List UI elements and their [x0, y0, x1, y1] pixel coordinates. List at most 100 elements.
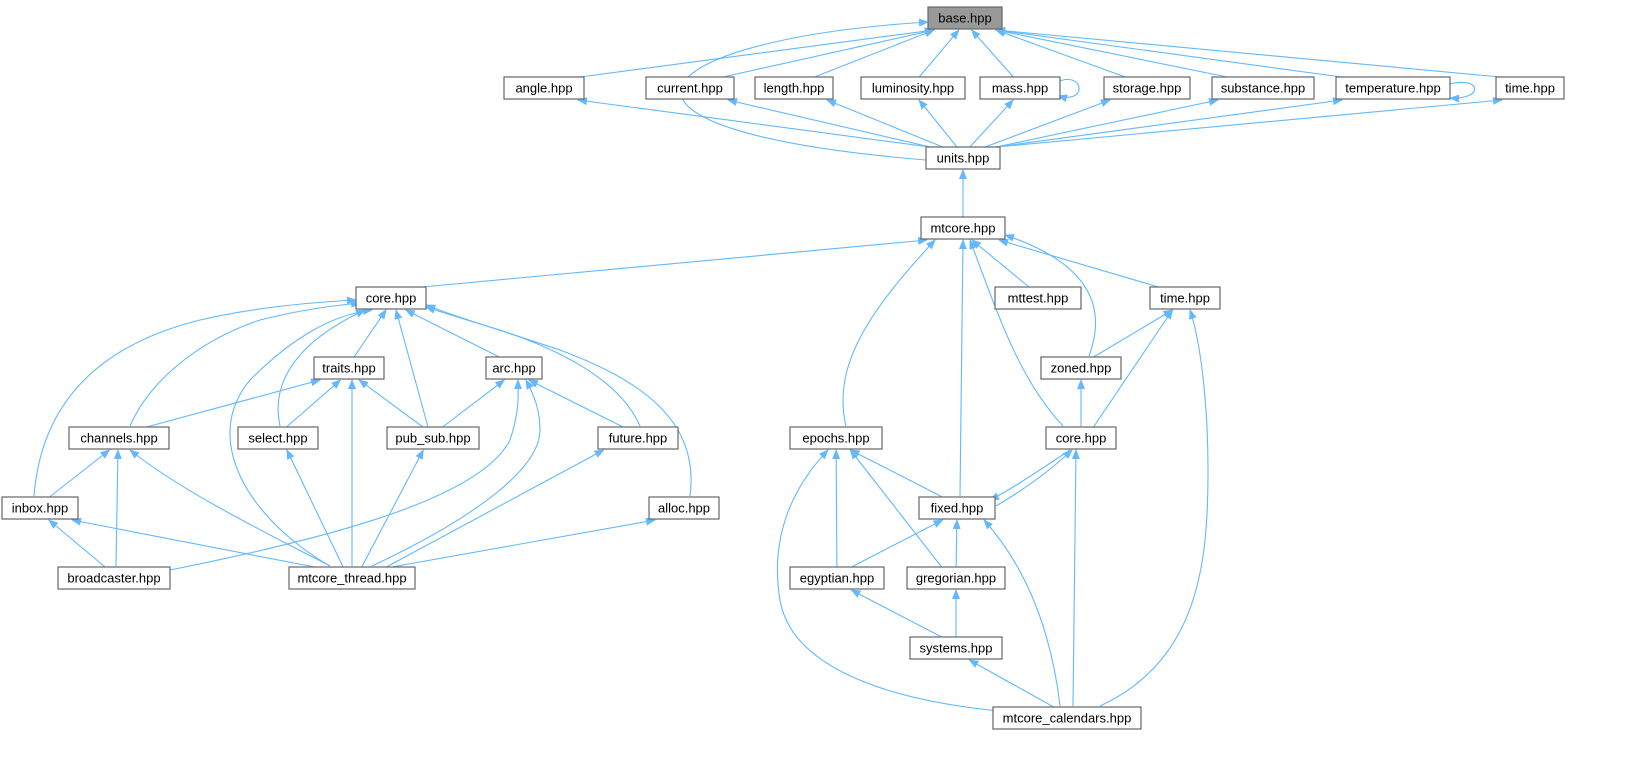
node-box-future — [597, 426, 679, 450]
node-storage[interactable]: storage.hpp — [1103, 76, 1191, 100]
node-traits[interactable]: traits.hpp — [313, 356, 385, 380]
node-box-angle — [503, 76, 585, 100]
node-mtcore[interactable]: mtcore.hpp — [920, 216, 1006, 240]
node-arc[interactable]: arc.hpp — [485, 356, 543, 380]
edge-mttest-to-mtcore — [971, 239, 1030, 288]
node-box-luminosity — [860, 76, 966, 100]
node-box-zoned — [1040, 356, 1122, 380]
edge-zoned-to-mtcore — [1004, 234, 1097, 357]
edge-systems-to-egyptian — [850, 589, 942, 638]
edge-inbox-to-channels — [49, 449, 111, 498]
edge-current-to-base — [722, 28, 935, 78]
node-egyptian[interactable]: egyptian.hpp — [789, 566, 885, 590]
edge-units-to-storage — [984, 99, 1111, 148]
node-box-select — [237, 426, 319, 450]
node-label-storage: storage.hpp — [1113, 81, 1182, 96]
node-time2[interactable]: time.hpp — [1149, 286, 1221, 310]
node-label-fixed: fixed.hpp — [931, 501, 984, 516]
edge-mtthread-to-alloc — [391, 517, 656, 568]
node-label-substance: substance.hpp — [1221, 81, 1306, 96]
node-label-mtthread: mtcore_thread.hpp — [297, 571, 406, 586]
node-angle[interactable]: angle.hpp — [503, 76, 585, 100]
edge-temperature-to-temperature — [1449, 81, 1476, 103]
node-temperature[interactable]: temperature.hpp — [1335, 76, 1451, 100]
node-label-channels: channels.hpp — [80, 431, 157, 446]
node-box-systems — [909, 636, 1003, 660]
edge-units-to-time1 — [995, 96, 1503, 148]
edge-angle-to-base — [579, 27, 935, 78]
node-box-arc — [485, 356, 543, 380]
edge-channels-to-core1 — [129, 299, 361, 427]
node-label-temperature: temperature.hpp — [1345, 81, 1440, 96]
node-core1[interactable]: core.hpp — [355, 286, 427, 310]
node-calendars[interactable]: mtcore_calendars.hpp — [992, 706, 1142, 730]
node-units[interactable]: units.hpp — [925, 146, 1001, 170]
node-label-broadcaster: broadcaster.hpp — [67, 571, 160, 586]
node-box-fixed — [918, 496, 996, 520]
edge-core2-to-fixed — [989, 449, 1071, 501]
node-label-zoned: zoned.hpp — [1051, 361, 1112, 376]
node-inbox[interactable]: inbox.hpp — [1, 496, 79, 520]
node-box-mtthread — [288, 566, 416, 590]
node-mass[interactable]: mass.hpp — [979, 76, 1061, 100]
node-label-units: units.hpp — [937, 151, 990, 166]
edge-units-to-luminosity — [918, 99, 958, 148]
edge-mtthread-to-arc — [371, 379, 541, 567]
node-zoned[interactable]: zoned.hpp — [1040, 356, 1122, 380]
node-fixed[interactable]: fixed.hpp — [918, 496, 996, 520]
node-future[interactable]: future.hpp — [597, 426, 679, 450]
node-broadcaster[interactable]: broadcaster.hpp — [57, 566, 171, 590]
node-base[interactable]: base.hpp — [927, 6, 1003, 30]
node-label-length: length.hpp — [764, 81, 825, 96]
node-box-core1 — [355, 286, 427, 310]
edge-pubsub-to-core1 — [394, 309, 429, 428]
edge-mtthread-to-inbox — [71, 517, 315, 568]
node-alloc[interactable]: alloc.hpp — [648, 496, 720, 520]
node-pubsub[interactable]: pub_sub.hpp — [386, 426, 480, 450]
edge-calendars-to-epochs — [776, 449, 1011, 713]
node-box-calendars — [992, 706, 1142, 730]
edge-traits-to-core1 — [353, 309, 387, 358]
node-time1[interactable]: time.hpp — [1495, 76, 1565, 100]
node-label-mttest: mttest.hpp — [1008, 291, 1069, 306]
node-epochs[interactable]: epochs.hpp — [789, 426, 883, 450]
edge-broadcaster-to-channels — [113, 449, 122, 567]
edge-mtthread-to-future — [386, 449, 605, 568]
node-label-time1: time.hpp — [1505, 81, 1555, 96]
edge-select-to-core1 — [277, 309, 366, 427]
node-luminosity[interactable]: luminosity.hpp — [860, 76, 966, 100]
node-gregorian[interactable]: gregorian.hpp — [906, 566, 1006, 590]
node-channels[interactable]: channels.hpp — [68, 426, 170, 450]
edge-mass-to-base — [970, 29, 1014, 78]
node-label-egyptian: egyptian.hpp — [800, 571, 874, 586]
node-label-select: select.hpp — [248, 431, 307, 446]
node-substance[interactable]: substance.hpp — [1211, 76, 1315, 100]
edge-fixed-to-mtcore — [958, 239, 967, 497]
node-label-pubsub: pub_sub.hpp — [395, 431, 470, 446]
edge-calendars-to-core2 — [1071, 449, 1080, 707]
node-current[interactable]: current.hpp — [645, 76, 735, 100]
node-label-mass: mass.hpp — [992, 81, 1048, 96]
node-label-calendars: mtcore_calendars.hpp — [1003, 711, 1132, 726]
node-box-traits — [313, 356, 385, 380]
node-label-inbox: inbox.hpp — [12, 501, 68, 516]
node-box-temperature — [1335, 76, 1451, 100]
node-label-future: future.hpp — [609, 431, 668, 446]
node-mtthread[interactable]: mtcore_thread.hpp — [288, 566, 416, 590]
edge-units-to-length — [826, 99, 943, 148]
node-length[interactable]: length.hpp — [754, 76, 834, 100]
node-select[interactable]: select.hpp — [237, 426, 319, 450]
node-label-base: base.hpp — [938, 11, 992, 26]
node-label-current: current.hpp — [657, 81, 723, 96]
node-core2[interactable]: core.hpp — [1045, 426, 1117, 450]
edge-length-to-base — [814, 29, 935, 78]
edge-calendars-to-time2 — [1099, 309, 1209, 707]
edge-pubsub-to-traits — [358, 379, 424, 428]
node-systems[interactable]: systems.hpp — [909, 636, 1003, 660]
node-box-epochs — [789, 426, 883, 450]
node-mttest[interactable]: mttest.hpp — [994, 286, 1082, 310]
edge-mtthread-to-channels — [129, 449, 331, 567]
node-box-mass — [979, 76, 1061, 100]
edge-units-to-current — [727, 98, 931, 148]
node-box-pubsub — [386, 426, 480, 450]
